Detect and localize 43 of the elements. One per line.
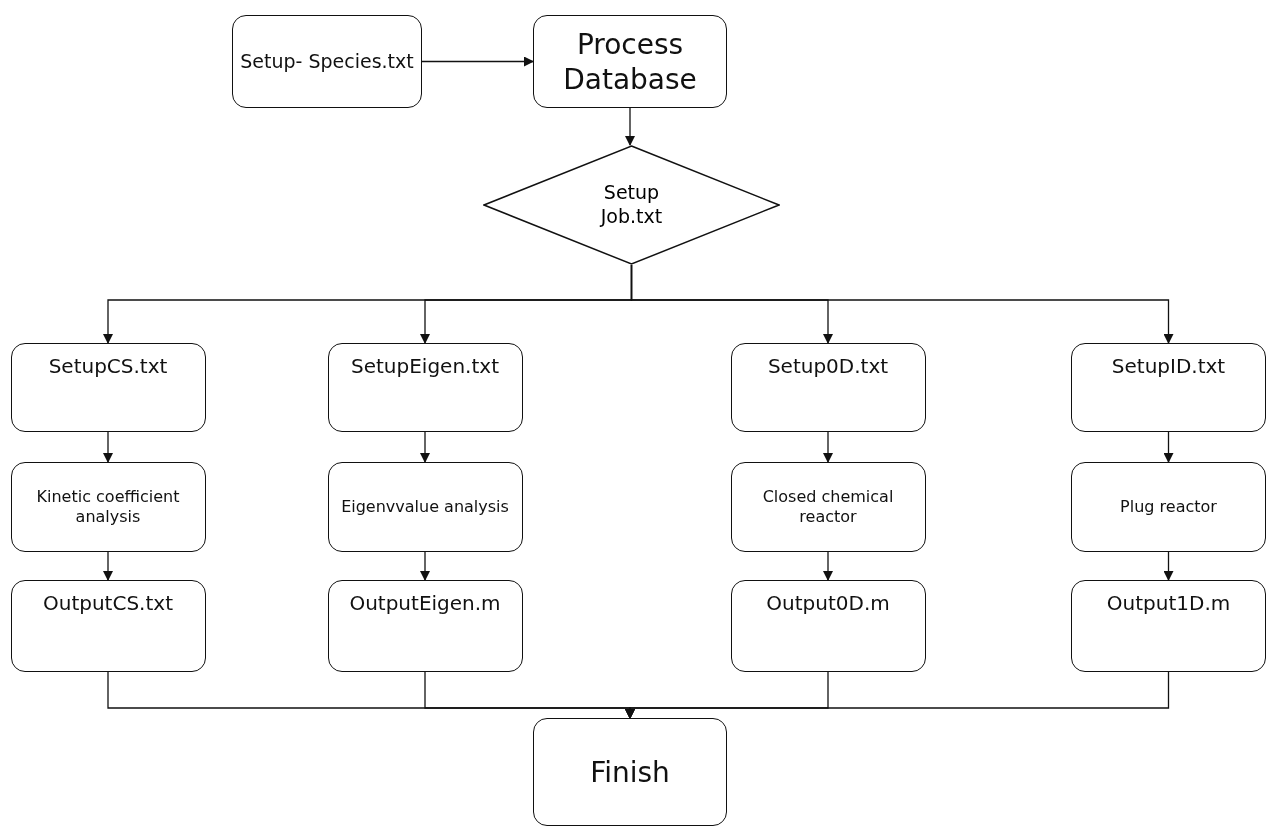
process-box xyxy=(730,462,926,552)
process-box xyxy=(10,462,206,552)
arrow xyxy=(625,107,635,146)
node-label: SetupID.txt xyxy=(1111,354,1226,379)
arrow xyxy=(420,551,430,581)
node-label: SetupEigen.txt xyxy=(351,354,499,379)
process-box xyxy=(1071,580,1266,672)
node-label: Finish xyxy=(590,754,670,790)
node-label: OutputCS.txt xyxy=(43,591,173,616)
node-label: Closed chemical reactor xyxy=(761,487,895,527)
process-box xyxy=(232,15,422,108)
process-box xyxy=(730,343,926,432)
node-label: Eigenvvalue analysis xyxy=(341,497,509,517)
node-label: Output0D.m xyxy=(766,591,890,616)
process-box xyxy=(1071,462,1266,552)
process-box xyxy=(10,580,206,672)
arrow xyxy=(1163,431,1174,463)
arrow xyxy=(625,671,1170,719)
node-label: Setup Job.txt xyxy=(600,181,663,227)
arrow xyxy=(103,431,113,463)
arrow xyxy=(421,56,534,67)
process-box xyxy=(10,343,206,432)
process-box xyxy=(730,580,926,672)
arrow xyxy=(103,551,113,581)
node-label: Output1D.m xyxy=(1106,591,1231,616)
process-box xyxy=(533,718,727,826)
node-label: SetupCS.txt xyxy=(48,354,168,379)
arrow xyxy=(1163,551,1174,581)
arrow xyxy=(630,264,1174,344)
node-label: OutputEigen.m xyxy=(349,591,501,616)
node-label: Kinetic coefficient analysis xyxy=(35,487,181,527)
node-label: Setup- Species.txt xyxy=(240,49,414,74)
process-box xyxy=(327,580,523,672)
arrow xyxy=(823,431,833,463)
node-label: Process Database xyxy=(562,26,698,97)
arrow xyxy=(823,551,833,581)
node-label: Setup0D.txt xyxy=(767,354,889,379)
process-box xyxy=(327,462,523,552)
arrow xyxy=(420,431,430,463)
process-box xyxy=(327,343,523,432)
process-box xyxy=(1071,343,1266,432)
process-box xyxy=(533,15,727,108)
node-label: Plug reactor xyxy=(1120,497,1217,517)
